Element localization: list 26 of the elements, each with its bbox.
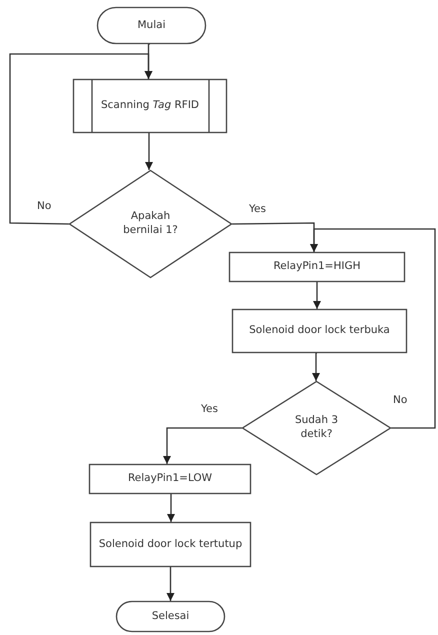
node-text: Mulai [136,18,166,32]
flow-arrow [313,281,321,309]
decision-diamond [69,170,232,278]
flow-arrow [145,132,153,170]
node-text: Solenoid door lock terbuka [248,324,391,338]
flow-arrow [9,53,152,225]
flow-arrow [310,228,436,429]
decision-diamond [242,381,391,475]
process-box [89,464,251,494]
node-text: Apakah bernilai 1? [122,210,179,238]
node-text: Sudah 3 detik? [294,414,340,442]
process-box [229,252,405,282]
predefined-process-box [73,79,227,133]
flow-arrow [312,352,320,381]
process-box [232,309,407,353]
node-text: RelayPin1=HIGH [272,260,362,274]
node-text: Solenoid door lock tertutup [98,538,244,552]
node-text: Scanning Tag RFID [100,99,200,113]
flow-arrow [166,566,174,601]
end-terminator [116,601,225,632]
node-text: RelayPin1=LOW [126,472,214,486]
flow-arrow [163,427,242,464]
flow-arrow [167,493,175,522]
start-terminator [97,7,206,44]
node-text: Selesai [150,610,190,624]
process-box [90,522,251,567]
